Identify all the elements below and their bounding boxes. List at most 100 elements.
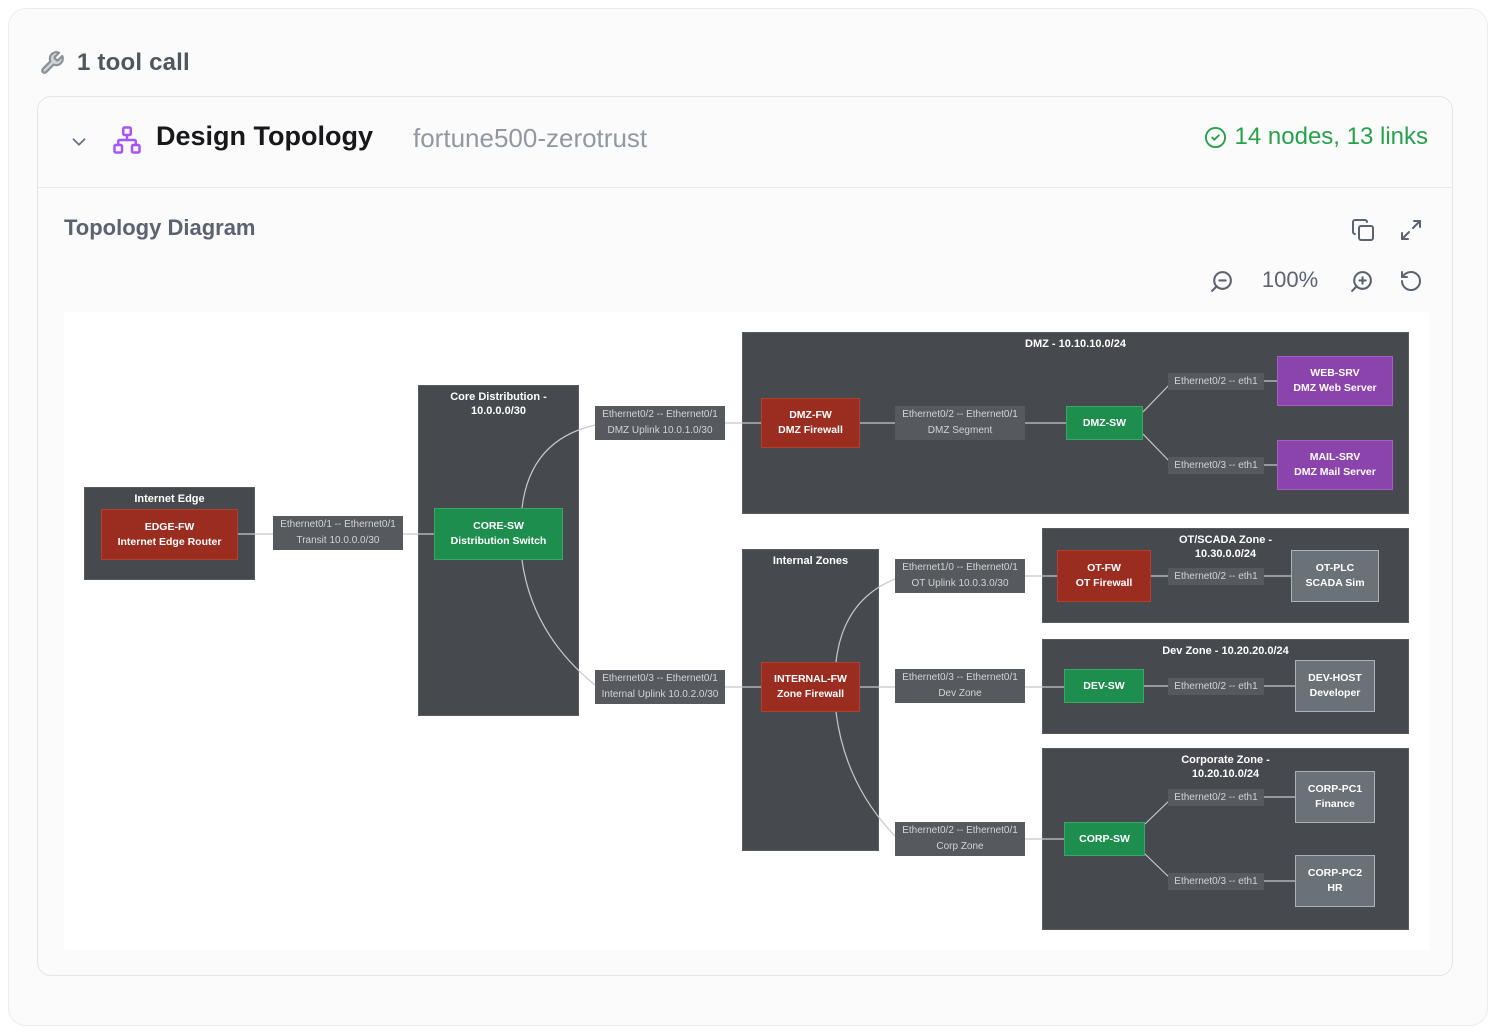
card-subtitle: fortune500-zerotrust (413, 123, 648, 153)
label-line: DMZ - 10.10.10.0/24 (1025, 338, 1126, 350)
label-line: OT-PLC (1315, 562, 1355, 574)
node-DMZ-SW[interactable]: DMZ-SW (1066, 406, 1143, 440)
label-line: Ethernet0/3 -- eth1 (1174, 875, 1258, 887)
label-line: OT/SCADA Zone - (1178, 534, 1273, 546)
zoom-in-icon (1350, 270, 1372, 292)
label-line: Ethernet0/2 -- Ethernet0/1 (902, 409, 1018, 420)
panel-title: Topology Diagram (64, 215, 256, 240)
label-line: Ethernet0/2 -- Ethernet0/1 (602, 409, 718, 420)
edge-label: Ethernet0/2 -- eth1 (1168, 568, 1264, 585)
label-line: Internal Uplink 10.0.2.0/30 (601, 689, 719, 700)
label-line: Ethernet0/2 -- eth1 (1174, 570, 1258, 582)
label-line: CORP-SW (1079, 832, 1130, 845)
topology-canvas[interactable]: Internet Edge Core Distribution -10.0.0.0… (64, 312, 1429, 950)
label-line: OT-FW (1087, 562, 1121, 574)
zone-title: DMZ - 10.10.10.0/24 (743, 337, 1408, 351)
label-line: 10.0.0.0/30 (470, 405, 527, 417)
label-line: DMZ Web Server (1293, 382, 1377, 394)
node-link-stats: 14 nodes, 13 links (1204, 123, 1428, 151)
zoom-out-button[interactable] (1208, 268, 1234, 294)
chevron-down-icon[interactable] (68, 131, 90, 153)
label-line: CORP-PC1 (1307, 783, 1363, 795)
label-line: DMZ Uplink 10.0.1.0/30 (607, 425, 713, 436)
label-line: DMZ Mail Server (1294, 466, 1376, 478)
node-OT-PLC[interactable]: OT-PLC SCADA Sim (1291, 550, 1379, 602)
label-line: Ethernet0/2 -- Ethernet0/1 (902, 825, 1018, 836)
label-line: Ethernet1/0 -- Ethernet0/1 (902, 562, 1018, 573)
label-line: Ethernet0/2 -- eth1 (1174, 680, 1258, 692)
label-line: INTERNAL-FW (774, 673, 847, 685)
label-line: 10.30.0.0/24 (1194, 548, 1257, 560)
label-line: Corp Zone (936, 841, 984, 852)
edge-label: Ethernet0/2 -- eth1 (1168, 678, 1264, 695)
node-EDGE-FW[interactable]: EDGE-FW Internet Edge Router (101, 509, 238, 560)
label-line: Finance (1315, 798, 1355, 810)
zone-title: Internal Zones (743, 554, 878, 568)
label-line: Internet Edge (134, 493, 205, 505)
label-line: EDGE-FW (144, 520, 195, 533)
label-line: DEV-SW (1083, 679, 1125, 692)
tool-call-label: 1 tool call (77, 49, 190, 76)
label-line: CORP-PC2 (1307, 867, 1363, 879)
tool-call-header: 1 tool call (39, 49, 190, 77)
reset-view-icon (1401, 271, 1421, 291)
label-line: MAIL-SRV (1309, 451, 1361, 463)
zone-title: Dev Zone - 10.20.20.0/24 (1043, 644, 1408, 658)
label-line: Dev Zone - 10.20.20.0/24 (1162, 645, 1289, 657)
reset-view-button[interactable] (1398, 268, 1424, 294)
label-line: Internet Edge Router (117, 535, 222, 548)
expand-button[interactable] (1398, 217, 1424, 243)
label-line: Dev Zone (938, 688, 982, 699)
label-line: Ethernet0/3 -- Ethernet0/1 (602, 673, 718, 684)
zone-title: Corporate Zone -10.20.10.0/24 (1043, 753, 1408, 781)
label-line: Transit 10.0.0.0/30 (296, 535, 380, 546)
sitemap-icon (113, 126, 141, 154)
zone-title: Core Distribution -10.0.0.0/30 (419, 390, 578, 418)
zone-title: OT/SCADA Zone - 10.30.0.0/24 (1043, 533, 1408, 561)
topology-links (238, 380, 1295, 882)
card-header-toggle[interactable]: Design Topology fortune500-zerotrust 14 … (38, 97, 1452, 187)
zone-title: Internet Edge (85, 492, 254, 506)
node-DEV-SW[interactable]: DEV-SW (1064, 669, 1144, 703)
node-CORP-SW[interactable]: CORP-SW (1064, 822, 1145, 856)
copy-button[interactable] (1350, 217, 1376, 243)
label-line: Ethernet0/1 -- Ethernet0/1 (280, 519, 396, 530)
zoom-in-button[interactable] (1348, 268, 1374, 294)
label-line: Internal Zones (772, 555, 849, 567)
label-line: Distribution Switch (450, 535, 547, 547)
label-line: HR (1327, 882, 1343, 894)
edge-label: Ethernet0/2 -- eth1 (1168, 373, 1264, 390)
label-line: DMZ Segment (927, 425, 993, 436)
label-line: SCADA Sim (1305, 577, 1365, 589)
label-line: OT Firewall (1075, 577, 1133, 589)
check-circle-icon (1204, 126, 1226, 148)
node-WEB-SRV[interactable]: WEB-SRV DMZ Web Server (1277, 356, 1393, 406)
design-topology-card: Design Topology fortune500-zerotrust 14 … (37, 96, 1453, 976)
label-line: Ethernet0/3 -- Ethernet0/1 (902, 672, 1018, 683)
node-MAIL-SRV[interactable]: MAIL-SRV DMZ Mail Server (1277, 440, 1393, 490)
label-line: WEB-SRV (1310, 367, 1360, 379)
expand-icon (1401, 220, 1421, 240)
label-line: DEV-HOST (1308, 672, 1362, 684)
zoom-level: 100% (1261, 267, 1319, 292)
card-title: Design Topology (156, 121, 373, 151)
zoom-out-icon (1210, 270, 1232, 292)
stats-text: 14 nodes, 13 links (1234, 123, 1428, 150)
label-line: Corporate Zone - (1181, 754, 1270, 766)
edge-label: Ethernet0/3 -- eth1 (1168, 873, 1264, 890)
node-OT-FW[interactable]: OT-FW OT Firewall (1057, 550, 1151, 602)
wrench-icon (41, 51, 64, 74)
copy-icon (1352, 219, 1374, 241)
